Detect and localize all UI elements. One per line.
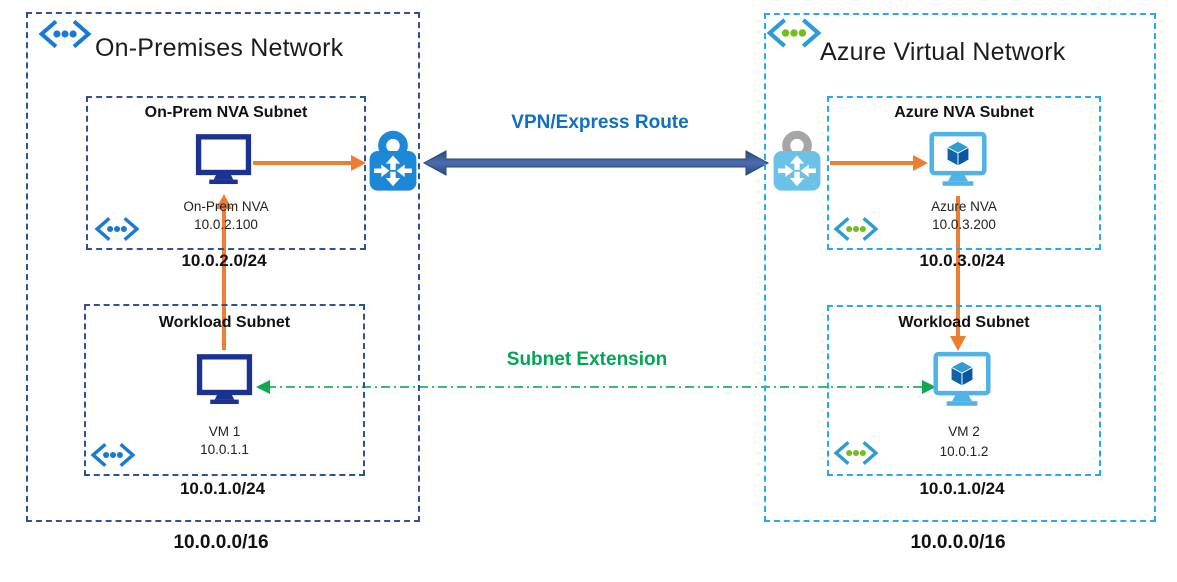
onprem-network-title: On-Premises Network <box>95 34 344 62</box>
vm1-monitor-icon <box>196 351 253 409</box>
onprem-gateway-lock-icon <box>366 124 420 196</box>
azure-workload-subnet-box: Workload Subnet VM 2 10.0.1.2 <box>827 305 1101 476</box>
azure-nva-vm-icon <box>929 129 987 190</box>
onprem-nva-ip: 10.0.2.100 <box>194 217 258 232</box>
arrow-gateway-to-azure-nva <box>830 155 928 171</box>
azure-workload-subnet-cidr: 10.0.1.0/24 <box>919 479 1005 498</box>
onprem-nva-name: On-Prem NVA <box>183 199 269 214</box>
arrow-azure-nva-to-vm2 <box>950 196 966 351</box>
azure-vnet-box <box>764 13 1156 522</box>
arrow-onprem-nva-to-gateway <box>253 155 366 171</box>
azure-nva-ip: 10.0.3.200 <box>932 217 996 232</box>
azure-nva-name: Azure NVA <box>931 199 997 214</box>
vpn-arrow <box>422 150 770 176</box>
subnet-extension-line <box>256 380 936 394</box>
vm1-ip: 10.0.1.1 <box>200 442 249 457</box>
onprem-nva-subnet-title: On-Prem NVA Subnet <box>144 104 308 121</box>
onprem-workload-subnet-title: Workload Subnet <box>158 314 291 331</box>
onprem-workload-subnet-cidr: 10.0.1.0/24 <box>179 479 266 498</box>
azure-nva-subnet-cidr: 10.0.3.0/24 <box>919 251 1005 270</box>
onprem-nva-subnet-box: On-Prem NVA Subnet On-Prem NVA 10.0.2.10… <box>86 96 366 250</box>
onprem-network-cidr: 10.0.0.0/16 <box>173 532 269 553</box>
azure-vnet-icon <box>766 16 822 50</box>
azure-vnet-title: Azure Virtual Network <box>820 38 1066 66</box>
onprem-workload-subnet-network-icon <box>90 442 136 468</box>
azure-workload-subnet-network-icon <box>833 440 879 466</box>
vm2-name: VM 2 <box>948 424 980 439</box>
arrow-vm1-to-onprem-nva <box>216 194 232 350</box>
azure-gateway-lock-icon <box>770 124 824 196</box>
onprem-nva-subnet-cidr: 10.0.2.0/24 <box>181 251 267 270</box>
vm1-name: VM 1 <box>208 424 241 439</box>
azure-nva-subnet-box: Azure NVA Subnet Azure NVA 10.0.3.200 <box>827 96 1101 250</box>
subnet-extension-label: Subnet Extension <box>506 349 668 370</box>
vm2-icon <box>933 349 991 410</box>
vm2-ip: 10.0.1.2 <box>939 444 989 459</box>
azure-nva-subnet-title: Azure NVA Subnet <box>894 104 1034 121</box>
onprem-nva-monitor-icon <box>195 131 252 189</box>
onprem-nva-subnet-network-icon <box>94 216 140 242</box>
onprem-workload-subnet-box: Workload Subnet VM 1 10.0.1.1 <box>84 304 365 476</box>
on-premises-network-box <box>26 12 420 522</box>
vpn-express-route-label: VPN/Express Route <box>511 112 689 133</box>
azure-vnet-cidr: 10.0.0.0/16 <box>910 532 1006 553</box>
onprem-network-icon <box>38 18 92 50</box>
azure-nva-subnet-network-icon <box>833 216 879 242</box>
azure-workload-subnet-title: Workload Subnet <box>898 314 1030 331</box>
